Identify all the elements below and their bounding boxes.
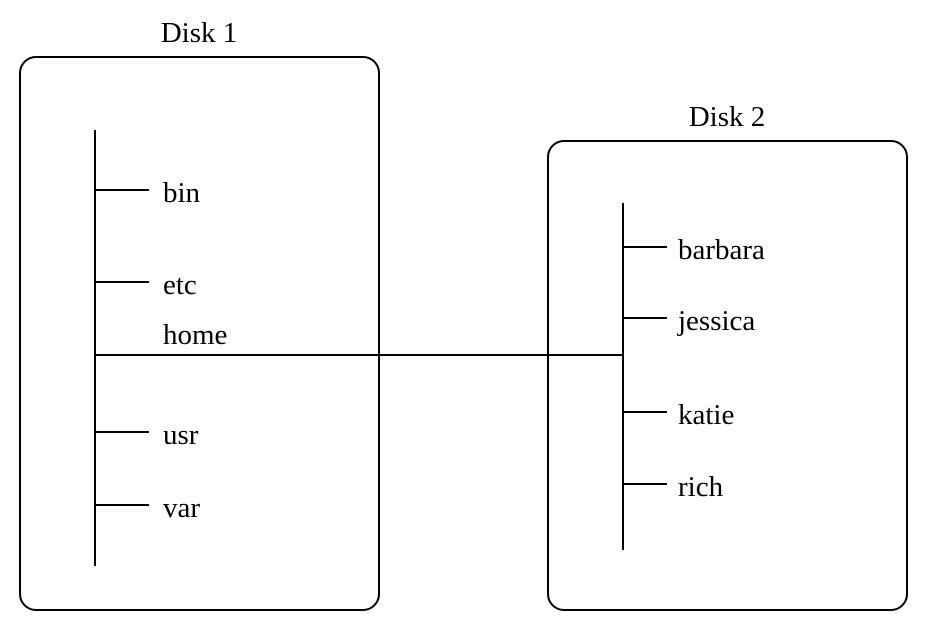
dir-katie: katie — [678, 399, 734, 431]
disk-2-title: Disk 2 — [689, 101, 766, 133]
dir-var: var — [163, 492, 200, 524]
disk-2-box — [547, 140, 908, 611]
dir-bin: bin — [163, 177, 201, 209]
dir-rich: rich — [678, 471, 724, 503]
disk-1: Disk 1 bin etc home usr var — [19, 17, 380, 611]
disk-1-box — [19, 56, 380, 611]
dir-etc: etc — [163, 269, 197, 301]
dir-usr: usr — [163, 419, 199, 451]
dir-home: home — [163, 319, 227, 351]
disk-2: Disk 2 barbara jessica katie rich — [547, 101, 908, 611]
dir-jessica: jessica — [677, 305, 755, 337]
dir-barbara: barbara — [678, 234, 765, 266]
disk-1-title: Disk 1 — [161, 17, 238, 49]
